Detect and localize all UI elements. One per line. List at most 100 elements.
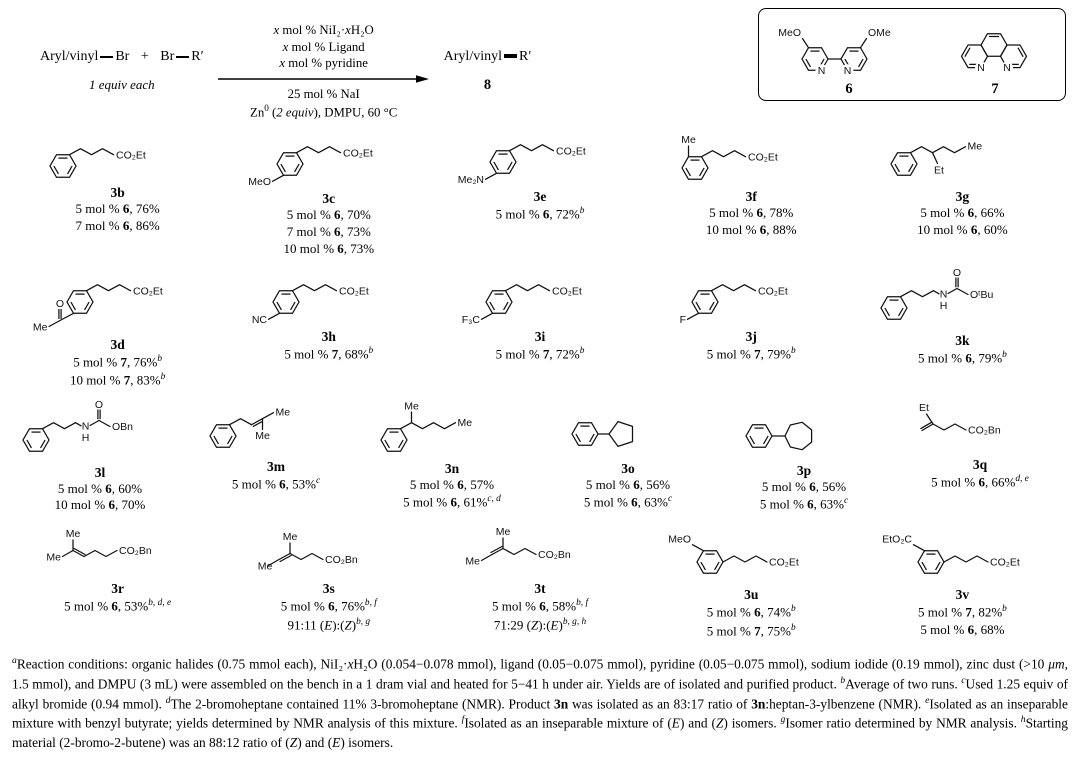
structure-3n: Me Me bbox=[380, 400, 473, 452]
compound-row-4: Me Me CO₂Bn 3r 5 mol % 6, 53%b, d, e Me … bbox=[12, 522, 1068, 639]
bond-line bbox=[176, 56, 190, 58]
structure-3o bbox=[571, 420, 634, 447]
nitrogen-label: N bbox=[1003, 62, 1011, 74]
ligand-6-label: 6 bbox=[845, 81, 853, 97]
yield-line: 7 mol % 6, 73% bbox=[286, 224, 371, 240]
compound-cell-3v: CO₂Et EtO₂C 3v 5 mol % 7, 82%b 5 mol % 6… bbox=[857, 522, 1068, 638]
compound-row-3: N H O OBn 3l 5 mol % 6, 60% 10 mol % 6, … bbox=[12, 398, 1068, 515]
yield-line: 10 mol % 6, 60% bbox=[917, 222, 1008, 238]
yield-line: 5 mol % 7, 79%b bbox=[706, 346, 796, 362]
yield-line: 5 mol % 6, 53%c bbox=[231, 475, 321, 491]
structure-3f: CO₂Et Me bbox=[681, 134, 778, 181]
methyl-label: Me bbox=[495, 526, 510, 538]
structure-3m: Me Me bbox=[209, 406, 291, 448]
plus-sign: + bbox=[140, 49, 149, 65]
compound-cell-3h: CO₂Et NC 3h 5 mol % 7, 68%b bbox=[223, 266, 434, 363]
substituent-label: Me₂N bbox=[457, 174, 483, 186]
compound-cell-3f: CO₂Et Me 3f 5 mol % 6, 78% 10 mol % 6, 8… bbox=[646, 128, 857, 239]
structure-3s: Me Me CO₂Bn bbox=[258, 531, 358, 573]
ester-label: CO₂Et bbox=[990, 557, 1020, 569]
structure-3c: CO₂Et MeO bbox=[249, 146, 373, 188]
ligand-6: N N MeO OMe 6 bbox=[773, 15, 925, 98]
condition-line: 25 mol % NaI bbox=[287, 86, 360, 101]
ethyl-label: Et bbox=[919, 402, 929, 414]
methyl-label: Me bbox=[258, 561, 273, 573]
oxygen-label: O bbox=[953, 267, 961, 279]
methyl-label: Me bbox=[458, 417, 473, 429]
yield-line: 5 mol % 6, 79%b bbox=[918, 350, 1007, 366]
compound-cell-3n: Me Me 3n 5 mol % 6, 57% 5 mol % 6, 61%c,… bbox=[364, 398, 540, 512]
yield-line: 5 mol % 6, 66%d, e bbox=[931, 473, 1029, 489]
methoxy-label: MeO bbox=[778, 27, 801, 39]
yield-line: 5 mol % 6, 63%c bbox=[759, 496, 849, 512]
condition-line: x mol % NiI₂·xH₂O bbox=[273, 23, 374, 37]
structure-3l: N H O OBn bbox=[22, 399, 133, 452]
methyl-label: Me bbox=[255, 430, 270, 442]
ester-label: CO₂Et bbox=[133, 286, 163, 298]
compound-cell-3g: Et Me 3g 5 mol % 6, 66% 10 mol % 6, 60% bbox=[857, 128, 1068, 239]
compound-id: 3u bbox=[744, 587, 759, 603]
ligand-6-structure: N N MeO OMe bbox=[778, 27, 891, 77]
compound-cell-3p: 3p 5 mol % 6, 56% 5 mol % 6, 63%c bbox=[716, 398, 892, 514]
ester-label: CO₂Bn bbox=[968, 424, 1001, 436]
ester-label: CO₂Et bbox=[758, 286, 788, 298]
methyl-label: Me bbox=[33, 322, 48, 334]
compound-id: 3v bbox=[955, 587, 970, 603]
ligand-7: N N 7 bbox=[939, 15, 1051, 98]
yield-line: 5 mol % 6, 58%b, f bbox=[491, 598, 589, 614]
bond-line bbox=[100, 56, 114, 58]
equiv-note: 1 equiv each bbox=[88, 77, 155, 93]
reactant2-br: Br bbox=[160, 49, 175, 65]
compound-cell-3l: N H O OBn 3l 5 mol % 6, 60% 10 mol % 6, … bbox=[12, 398, 188, 515]
yield-line: 5 mol % 6, 66% bbox=[920, 205, 1005, 221]
yield-line: 5 mol % 6, 76% bbox=[75, 201, 160, 217]
ligand-7-label: 7 bbox=[991, 81, 999, 97]
compound-id: 3b bbox=[110, 185, 125, 201]
compound-id: 3o bbox=[621, 460, 635, 476]
yield-line: 7 mol % 6, 86% bbox=[75, 218, 160, 234]
carbamate-label: OᵗBu bbox=[970, 289, 993, 301]
compound-row-1: CO₂Et 3b 5 mol % 6, 76% 7 mol % 6, 86% C… bbox=[12, 128, 1068, 258]
nitrogen-label: N bbox=[82, 420, 90, 432]
compound-id: 3e bbox=[533, 189, 547, 205]
methyl-label: Me bbox=[65, 528, 80, 540]
condition-line: x mol % pyridine bbox=[279, 56, 368, 71]
yield-line: 5 mol % 6, 63%c bbox=[583, 494, 673, 510]
methyl-label: Me bbox=[681, 134, 696, 146]
ester-label: CO₂Bn bbox=[325, 554, 358, 566]
substituent-label: EtO₂C bbox=[882, 534, 912, 546]
structure-3j: CO₂Et F bbox=[680, 284, 788, 326]
compound-cell-3d: CO₂Et O Me 3d 5 mol % 7, 76%b 10 mol % 7… bbox=[12, 266, 223, 389]
substituent-label: MeO bbox=[668, 534, 691, 546]
ethyl-label: Et bbox=[934, 165, 944, 177]
yield-line: 5 mol % 6, 70% bbox=[286, 207, 371, 223]
condition-line: Zn0 (2 equiv), DMPU, 60 °C bbox=[250, 102, 398, 119]
yield-line: 5 mol % 6, 76%b, f bbox=[280, 598, 377, 614]
compound-id: 3t bbox=[534, 581, 546, 597]
ester-label: CO₂Bn bbox=[538, 549, 571, 561]
compound-id: 3r bbox=[111, 581, 124, 597]
nitrogen-label: N bbox=[844, 65, 852, 77]
methyl-label: Me bbox=[276, 406, 291, 418]
methyl-label: Me bbox=[404, 400, 419, 412]
hydrogen-label: H bbox=[82, 432, 90, 444]
compound-id: 3f bbox=[745, 189, 757, 205]
ester-label: CO₂Et bbox=[339, 286, 369, 298]
compound-cell-3q: Et CO₂Bn 3q 5 mol % 6, 66%d, e bbox=[892, 398, 1068, 491]
structure-3h: CO₂Et NC bbox=[252, 284, 369, 326]
methoxy-label: OMe bbox=[868, 27, 891, 39]
compound-id: 3n bbox=[444, 460, 460, 476]
compound-id: 3h bbox=[321, 329, 336, 345]
compound-id: 3i bbox=[534, 329, 546, 345]
ester-label: CO₂Et bbox=[343, 148, 373, 160]
structure-3v: CO₂Et EtO₂C bbox=[882, 534, 1020, 575]
compound-cell-3o: 3o 5 mol % 6, 56% 5 mol % 6, 63%c bbox=[540, 398, 716, 512]
compound-id: 3l bbox=[94, 464, 106, 480]
structure-3t: Me Me CO₂Bn bbox=[465, 526, 571, 568]
oxygen-label: O bbox=[56, 298, 64, 310]
compound-id: 3g bbox=[955, 189, 970, 205]
ester-label: CO₂Et bbox=[748, 152, 778, 164]
